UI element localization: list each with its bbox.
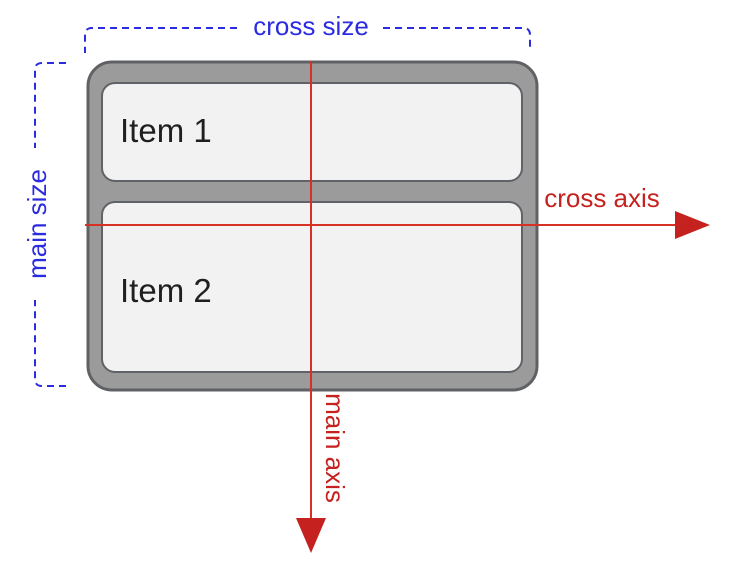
main-axis-label: main axis bbox=[320, 393, 350, 503]
cross-size-label: cross size bbox=[253, 11, 369, 41]
main-axis-arrowhead-icon bbox=[296, 518, 326, 553]
main-size-bracket-top bbox=[34, 62, 66, 148]
main-size-label: main size bbox=[22, 169, 52, 279]
cross-size-bracket-right bbox=[383, 27, 531, 48]
item-1-label: Item 1 bbox=[120, 112, 212, 149]
cross-axis-arrowhead-icon bbox=[675, 211, 710, 239]
item-2-label: Item 2 bbox=[120, 272, 212, 309]
main-size-bracket-bottom bbox=[34, 300, 66, 387]
cross-size-bracket-left bbox=[84, 27, 237, 53]
cross-axis-label: cross axis bbox=[544, 183, 660, 213]
